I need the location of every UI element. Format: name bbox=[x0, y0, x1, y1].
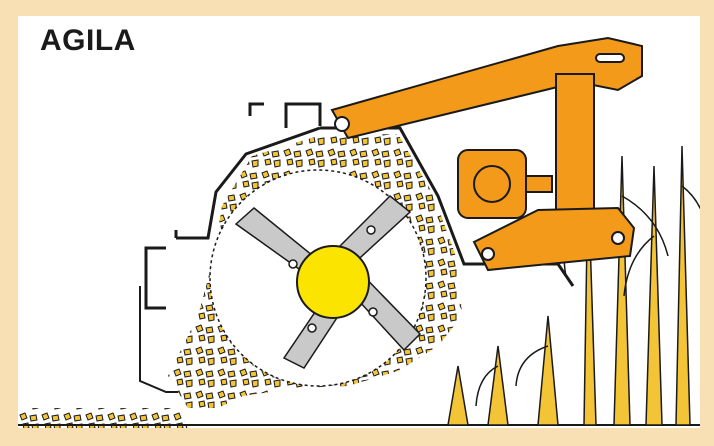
diagram-panel: AGILA bbox=[18, 16, 700, 428]
ground-residue bbox=[18, 408, 700, 428]
rotor-hub bbox=[297, 246, 369, 318]
mulcher-illustration bbox=[18, 16, 700, 428]
gearbox bbox=[458, 150, 552, 218]
